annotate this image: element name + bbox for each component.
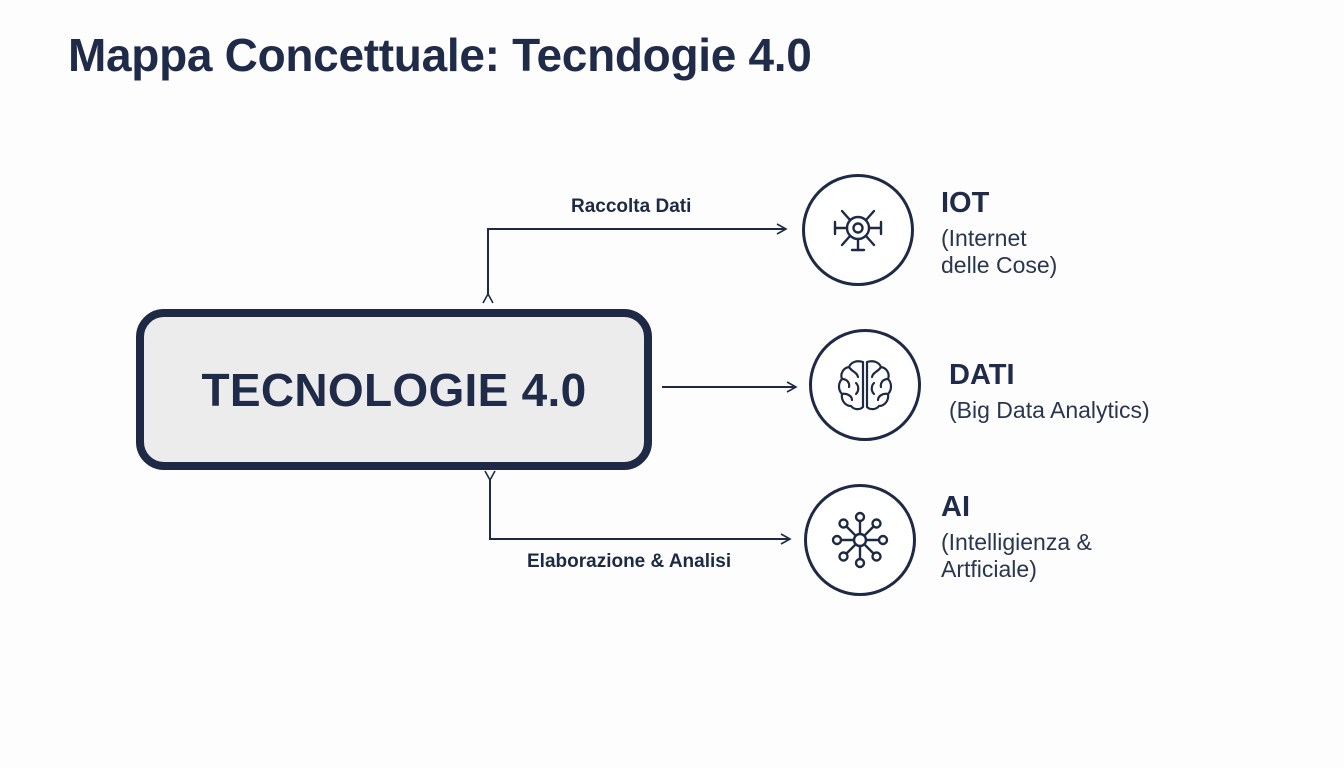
ai-description: (Intelligienza & Artficiale)	[941, 528, 1092, 583]
connector-collect	[482, 223, 788, 304]
edge-label-process: Elaborazione & Analisi	[527, 551, 732, 572]
central-node: TECNOLOGIE 4.0	[136, 309, 652, 470]
sensor-icon	[833, 209, 883, 252]
dati-node-circle	[809, 329, 921, 441]
ai-node-text: AI (Intelligienza & Artficiale)	[941, 490, 1092, 584]
dati-node-text: DATI (Big Data Analytics)	[949, 358, 1150, 424]
ai-title: AI	[941, 491, 970, 523]
page-title: Mappa Concettuale: Tecndogie 4.0	[68, 29, 812, 81]
network-icon	[831, 511, 889, 569]
iot-title: IOT	[941, 187, 990, 219]
dati-description: (Big Data Analytics)	[949, 396, 1150, 423]
iot-node-text: IOT (Internet delle Cose)	[941, 186, 1057, 280]
ai-node-circle	[804, 484, 916, 596]
edge-label-collect: Raccolta Dati	[571, 196, 692, 217]
iot-description: (Internet delle Cose)	[941, 224, 1058, 279]
brain-icon	[837, 360, 893, 411]
central-label: TECNOLOGIE 4.0	[201, 363, 587, 416]
connector-process	[484, 470, 792, 545]
iot-node-circle	[802, 174, 914, 286]
dati-title: DATI	[949, 359, 1015, 391]
